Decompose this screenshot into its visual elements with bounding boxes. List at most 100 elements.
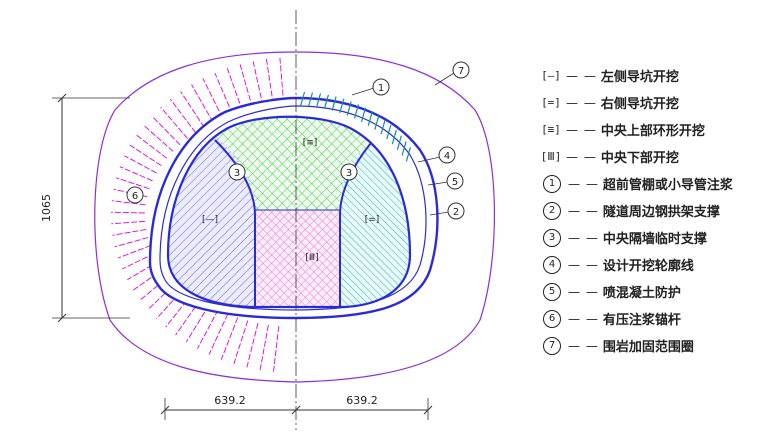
horizontal-dimension: 639.2 639.2 (160, 394, 433, 420)
vertical-dimension: 1065 (40, 93, 130, 323)
anchor-bolt (129, 144, 162, 166)
svg-text:4: 4 (444, 151, 450, 162)
anchor-bolt (265, 58, 274, 105)
anchor-bolt (239, 64, 254, 109)
anchor-bolt (246, 322, 259, 368)
callout-3-right: 3 (340, 163, 358, 181)
zone-lower-core (255, 210, 340, 307)
advance-pipe (331, 96, 337, 111)
legend-dash: — — (566, 122, 597, 137)
advance-pipe-shed (299, 91, 411, 162)
legend-item: [Ⅲ]— —中央下部开挖 (540, 143, 755, 170)
inner-lining (166, 115, 412, 309)
center-partition-left (214, 139, 256, 307)
anchor-bolt (112, 228, 147, 236)
anchor-bolt (147, 281, 178, 310)
legend-circle-symbol: 3 (543, 228, 561, 247)
legend-item: 6 — —有压注浆锚杆 (540, 305, 755, 332)
anchor-bolt (259, 324, 269, 371)
legend-text: 有压注浆锚杆 (602, 313, 681, 328)
zone-label-lower: [Ⅲ] (305, 253, 318, 263)
anchor-bolt (117, 245, 152, 259)
svg-text:3: 3 (234, 168, 240, 179)
legend-circle-symbol: 7 (543, 336, 561, 355)
zone-label-left: [—] (202, 215, 218, 225)
legend-circle-symbol: 4 (543, 255, 561, 274)
anchor-bolt (214, 72, 233, 115)
anchor-bolt (220, 317, 239, 360)
anchor-bolt (139, 274, 171, 301)
anchor-bolt (273, 326, 280, 372)
advance-pipe (367, 111, 373, 126)
svg-text:6: 6 (132, 191, 138, 202)
anchor-bolt (156, 288, 185, 320)
anchor-bolt (185, 304, 210, 343)
svg-text:2: 2 (453, 207, 459, 218)
legend-text: 中央下部开挖 (600, 151, 679, 166)
legend-item: 2— —隧道周边钢拱架支撑 (540, 197, 755, 224)
legend-dash: — — (568, 203, 599, 218)
anchor-bolt (124, 155, 157, 174)
advance-pipe (339, 98, 345, 113)
legend-text: 超前管棚或小导管注浆 (602, 178, 733, 193)
anchor-bolt (175, 299, 201, 336)
callout-2: 2 (429, 202, 465, 220)
legend-box-symbol: [Ⅲ] (540, 150, 562, 163)
zone-label-upper: [≡] (303, 138, 318, 148)
legend-item: [=]— —右侧导坑开挖 (540, 89, 755, 116)
legend-dash: — — (568, 311, 599, 326)
anchor-bolt (202, 78, 224, 119)
legend-box-symbol: [—] (541, 69, 561, 82)
callout-4: 4 (417, 146, 456, 164)
legend-box-symbol: [=] (541, 96, 561, 109)
advance-pipe (391, 130, 397, 145)
legend-dash: — — (568, 176, 599, 191)
legend-circle-symbol: 1 (543, 174, 561, 193)
callout-3-left: 3 (228, 163, 246, 181)
advance-pipe (374, 115, 380, 130)
legend-circle-symbol: 6 (543, 309, 561, 328)
callout-1: 1 (351, 78, 390, 96)
anchor-bolt (119, 166, 153, 182)
zone-label-right: [=] (365, 215, 380, 225)
anchor-bolt (208, 313, 229, 355)
dimension-vertical-text: 1065 (40, 194, 53, 222)
legend-item: [≡]— —中央上部环形开挖 (540, 116, 755, 143)
legend-circle-symbol: 2 (543, 201, 561, 220)
legend-text: 中央隔墙临时支撑 (602, 232, 707, 247)
legend-text: 围岩加固范围圈 (602, 340, 694, 355)
svg-text:7: 7 (458, 66, 464, 77)
legend-dash: — — (568, 257, 599, 272)
legend-dash: — — (568, 230, 599, 245)
advance-pipe (386, 124, 392, 140)
advance-pipe (360, 107, 367, 122)
anchor-bolt (122, 252, 155, 270)
anchor-bolt (143, 124, 174, 152)
legend-dash: — — (568, 284, 599, 299)
anchor-bolt (116, 177, 150, 190)
anchor-bolt (111, 200, 146, 206)
legend-dash: — — (566, 68, 597, 83)
legend-item: 4— —设计开挖轮廓线 (540, 251, 755, 278)
anchor-bolt (226, 68, 243, 112)
advance-pipe (323, 94, 329, 109)
anchor-bolt (127, 260, 160, 281)
anchor-bolt (180, 91, 205, 128)
legend-item: 3 — —中央隔墙临时支撑 (540, 224, 755, 251)
grouted-anchor-bolts (110, 57, 285, 372)
anchor-bolt (111, 220, 146, 225)
excavation-contour-line (159, 105, 427, 311)
advance-pipe (353, 104, 360, 119)
anchor-bolt (114, 237, 149, 248)
svg-text:5: 5 (452, 177, 458, 188)
legend-item: [—]— —左侧导坑开挖 (540, 62, 755, 89)
anchor-bolt (136, 134, 168, 159)
anchor-bolt (197, 309, 219, 349)
anchor-bolt (110, 211, 145, 214)
anchor-bolt (133, 267, 165, 291)
legend: [—]— —左侧导坑开挖[=]— —右侧导坑开挖[≡]— —中央上部环形开挖[Ⅲ… (540, 62, 755, 359)
advance-pipe (307, 92, 314, 107)
advance-pipe (299, 91, 306, 107)
legend-item: 5— —喷混凝土防护 (540, 278, 755, 305)
